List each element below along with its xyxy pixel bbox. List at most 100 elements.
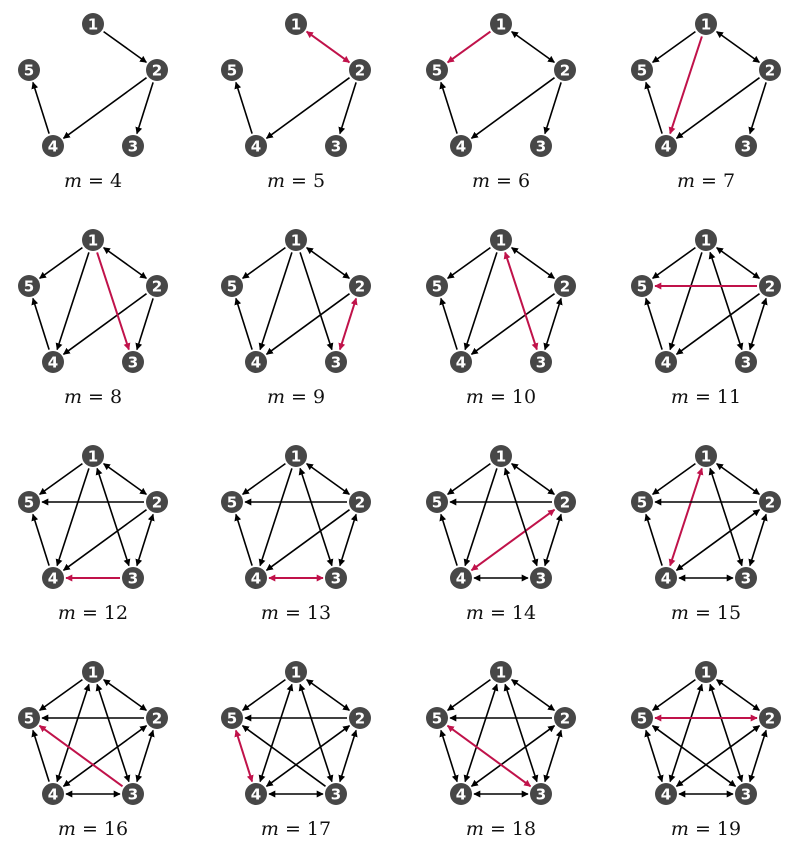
caption-value: 16 [104,818,128,840]
edge-1-3 [298,683,334,783]
node-label-2: 2 [355,494,365,512]
edge-2-3 [135,513,155,567]
caption-symbol: m [671,602,689,624]
node-1 [285,13,307,35]
edge-4-5 [644,297,663,350]
node-2 [759,59,781,81]
node-2 [554,275,576,297]
caption-m: m = 8 [64,386,122,408]
caption-equals: = [285,170,313,192]
caption-equals: = [689,818,717,840]
caption-equals: = [484,386,512,408]
node-4 [450,351,472,373]
edge-1-5 [39,678,83,712]
node-1 [82,445,104,467]
caption-value: 8 [110,386,122,408]
edge-2-4 [470,293,555,355]
edge-4-5 [31,81,50,134]
caption-value: 19 [717,818,741,840]
node-5 [426,707,448,729]
edge-1-4 [55,468,90,567]
node-5 [221,275,243,297]
node-3 [122,351,144,373]
node-4 [245,783,267,805]
node-4 [655,351,677,373]
node-5 [426,59,448,81]
caption-symbol: m [472,170,490,192]
edge-1-3 [95,683,131,783]
node-5 [18,491,40,513]
edge-2-3 [135,298,154,351]
node-3 [735,567,757,589]
edge-1-5 [39,246,83,280]
edge-2-3 [748,297,768,351]
node-label-1: 1 [701,16,711,34]
edge-3-5 [241,725,326,787]
node-1 [82,661,104,683]
node-label-3: 3 [741,570,751,588]
node-label-1: 1 [496,232,506,250]
node-label-1: 1 [496,16,506,34]
node-label-4: 4 [48,354,58,372]
edge-1-4 [668,683,704,783]
node-label-3: 3 [331,786,341,804]
node-2 [759,275,781,297]
edge-1-2 [511,462,555,496]
edge-1-2 [306,462,350,496]
node-4 [450,135,472,157]
node-2 [759,707,781,729]
caption-value: 13 [307,602,331,624]
edge-2-3 [748,513,768,567]
node-label-4: 4 [48,786,58,804]
edge-1-2 [716,246,760,280]
node-3 [122,783,144,805]
node-label-4: 4 [661,786,671,804]
node-label-3: 3 [741,138,751,156]
edge-4-5 [439,81,458,134]
edge-2-4 [675,509,761,571]
edge-2-3 [338,729,358,783]
node-label-4: 4 [661,354,671,372]
edge-1-2 [511,678,555,712]
edge-1-5 [447,462,491,496]
edge-2-4 [470,725,556,787]
node-label-3: 3 [331,570,341,588]
caption-m: m = 14 [466,602,536,624]
caption-m: m = 7 [677,170,735,192]
edge-2-4 [265,509,350,571]
edge-1-2 [306,246,350,280]
node-2 [554,707,576,729]
edge-1-3-new [96,252,131,351]
caption-m: m = 10 [466,386,536,408]
caption-value: 10 [512,386,536,408]
node-label-2: 2 [152,278,162,296]
node-4 [655,783,677,805]
caption-m: m = 4 [64,170,122,192]
caption-value: 12 [104,602,128,624]
edge-2-3 [748,729,768,783]
node-5 [631,275,653,297]
node-label-1: 1 [291,664,301,682]
node-label-3: 3 [128,354,138,372]
caption-equals: = [285,386,313,408]
node-label-4: 4 [251,786,261,804]
node-2 [554,491,576,513]
caption-m: m = 6 [472,170,530,192]
edge-2-3 [748,82,767,135]
node-3 [122,135,144,157]
edge-1-2 [716,678,760,712]
edge-3-5-new [446,724,532,788]
node-3 [735,135,757,157]
edge-1-2 [716,462,760,496]
node-label-2: 2 [765,278,775,296]
caption-symbol: m [671,386,689,408]
node-label-5: 5 [227,62,237,80]
node-1 [695,445,717,467]
